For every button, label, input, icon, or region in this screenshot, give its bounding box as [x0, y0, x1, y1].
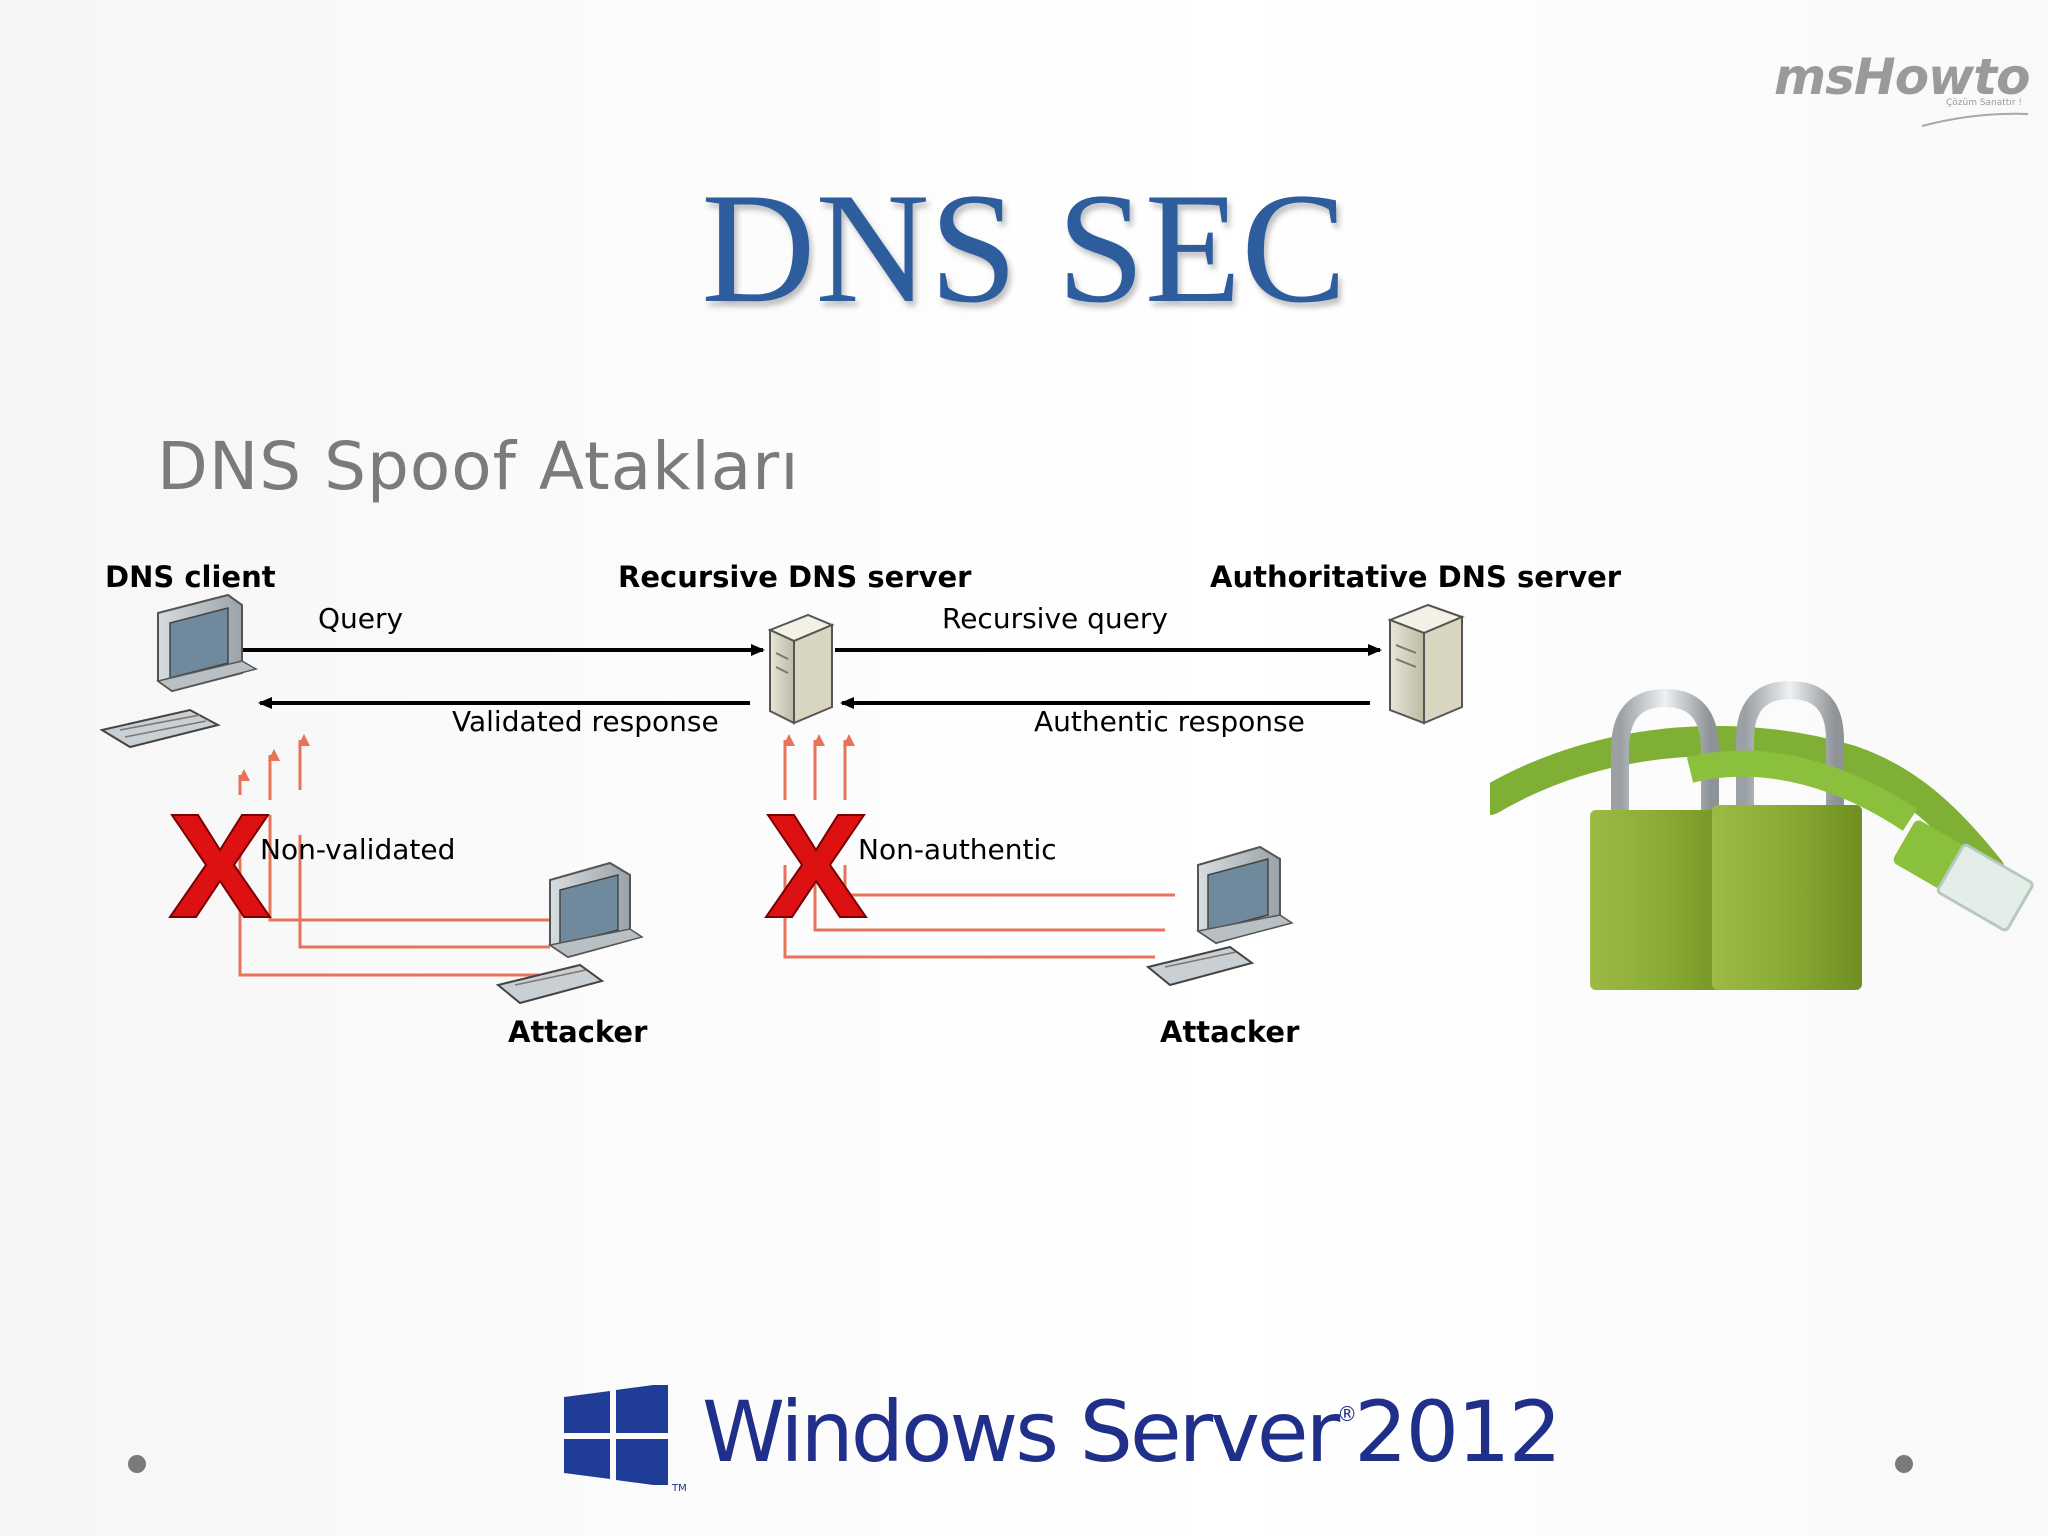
computer-icon-attacker-1 [495, 861, 644, 1005]
label-dns-client: DNS client [105, 560, 276, 594]
product-name: Windows Server [702, 1383, 1340, 1481]
bullet-dot-right [1895, 1455, 1913, 1473]
label-authentic-response: Authentic response [1034, 705, 1305, 738]
server-icon-authoritative [1387, 603, 1465, 725]
windows-server-2012-logo: TM Windows Server®2012 [562, 1383, 1562, 1505]
logo-swoosh-icon [1921, 112, 2029, 127]
blocked-x-icon-right [764, 814, 868, 918]
product-version: 2012 [1354, 1383, 1562, 1481]
computer-icon-client [99, 593, 258, 749]
windows-logo-icon [564, 1385, 668, 1485]
dns-spoof-diagram: DNS client Recursive DNS server Authorit… [90, 545, 1690, 1065]
attack-lines-left [238, 734, 550, 977]
padlock-icon [1475, 680, 2034, 990]
diagram-canvas [99, 593, 1465, 1005]
label-attacker-2: Attacker [1160, 1015, 1300, 1049]
label-recursive-query: Recursive query [942, 602, 1168, 635]
label-query: Query [318, 602, 404, 635]
blocked-x-icon-left [168, 814, 272, 918]
label-attacker-1: Attacker [508, 1015, 648, 1049]
logo-tagline: Çözüm Sanattır ! [1945, 98, 2022, 108]
slide-subtitle: DNS Spoof Atakları [157, 428, 800, 505]
label-validated-response: Validated response [452, 705, 719, 738]
label-non-validated: Non-validated [260, 833, 456, 866]
logo-brand-text: msHowto [1774, 48, 2030, 106]
padlock-cable-image [1475, 670, 2048, 1010]
label-recursive-dns-server: Recursive DNS server [618, 560, 972, 594]
trademark-mark: TM [672, 1483, 687, 1494]
label-authoritative-dns-server: Authoritative DNS server [1210, 560, 1622, 594]
server-icon-recursive [767, 613, 835, 725]
label-non-authentic: Non-authentic [858, 833, 1057, 866]
bullet-dot-left [128, 1455, 146, 1473]
windows-server-wordmark: Windows Server®2012 [702, 1383, 1562, 1481]
computer-icon-attacker-2 [1145, 845, 1294, 987]
slide-title: DNS SEC [701, 161, 1347, 336]
mshowto-logo: msHowto Çözüm Sanattır ! [1770, 48, 2030, 128]
